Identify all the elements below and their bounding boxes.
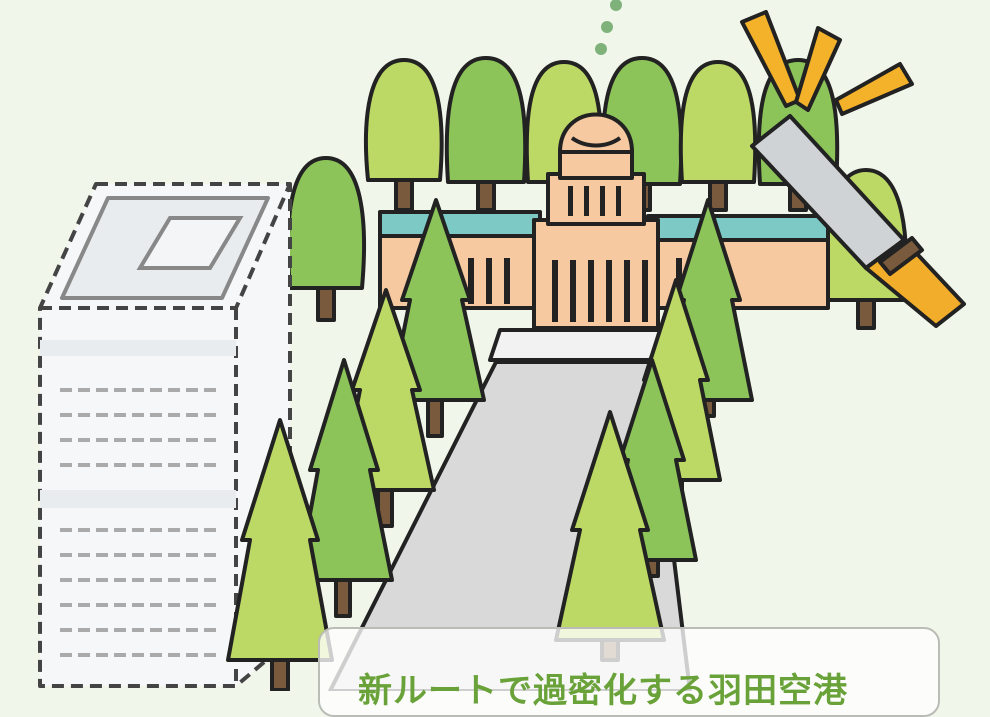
dotted-path — [595, 0, 622, 55]
tree-icon — [388, 198, 486, 438]
tower-building — [38, 182, 292, 688]
tree-icon — [296, 358, 394, 618]
tree-icon — [363, 58, 444, 212]
spark-icon — [740, 10, 914, 116]
saw-icon — [750, 114, 966, 328]
tree-icon — [226, 418, 334, 691]
caption-text: 新ルートで過密化する羽田空港 — [358, 671, 848, 711]
tree-icon — [678, 60, 758, 212]
tree-icon — [285, 156, 367, 322]
caption-box: 新ルートで過密化する羽田空港 — [318, 627, 940, 717]
tree-icon — [444, 56, 528, 212]
illustration-scene — [38, 0, 966, 691]
